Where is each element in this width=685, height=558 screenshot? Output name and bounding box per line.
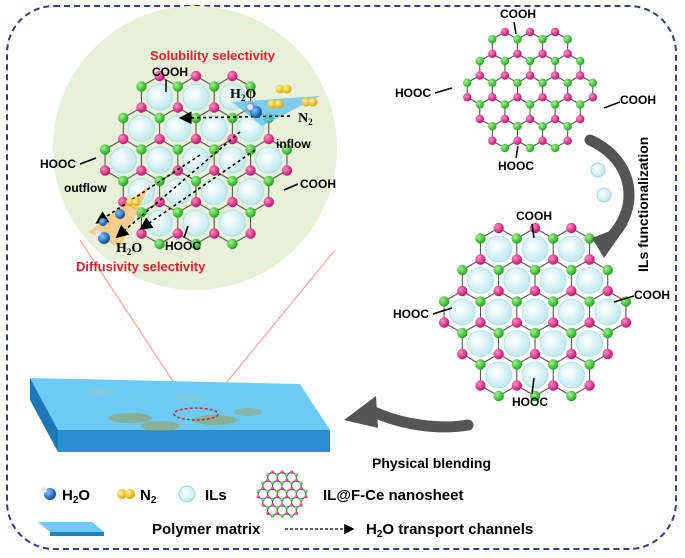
solubility-selectivity-label: Solubility selectivity — [150, 48, 276, 63]
legend-polymer-label: Polymer matrix — [152, 521, 261, 538]
lattice-pristine — [463, 27, 597, 153]
legend-n2-label: N2 — [140, 487, 157, 506]
functionalization-arrow — [584, 134, 635, 242]
hooc-label: HOOC — [512, 395, 548, 409]
h2o-molecule-outflow — [95, 198, 140, 244]
h2o-outflow-label: H2O — [116, 241, 142, 257]
h2o-molecule-inflow — [247, 104, 262, 118]
dashed-frame — [6, 5, 677, 550]
legend-nanosheet-label: IL@F-Ce nanosheet — [323, 487, 463, 504]
lattice-zoomed — [99, 70, 293, 250]
cooh-label: COOH — [300, 177, 336, 191]
n2-label: N2 — [298, 111, 313, 127]
cooh-label: COOH — [634, 288, 670, 302]
outflow-label: outflow — [64, 181, 107, 195]
legend: H2O N2 ILs IL@F-Ce nanosheet Polymer mat… — [38, 470, 533, 540]
legend-ils-icon — [178, 485, 196, 503]
h2o-inflow-label: H2O — [230, 87, 256, 103]
cooh-label: COOH — [500, 7, 536, 21]
ils-functionalization-label: ILs functionalization — [635, 137, 651, 272]
legend-h2o-icon — [41, 487, 56, 500]
blending-arrowhead — [344, 396, 378, 428]
inflow-wedge — [232, 96, 320, 126]
n2-molecule-inflow — [267, 84, 318, 109]
ils-bubble — [596, 187, 612, 203]
channel-arrow-4 — [95, 154, 201, 224]
hooc-label: HOOC — [395, 86, 431, 100]
legend-channels-label: H2O transport channels — [366, 521, 533, 540]
polymer-membrane — [30, 378, 330, 452]
channel-arrow-1 — [178, 111, 291, 125]
ils-bubble — [590, 162, 606, 178]
legend-ils-label: ILs — [205, 487, 227, 504]
blending-arrow — [364, 404, 474, 433]
legend-nanosheet-icon — [256, 470, 308, 518]
channel-arrow-3 — [139, 149, 256, 230]
hooc-label: HOOC — [165, 239, 201, 253]
diffusivity-selectivity-label: Diffusivity selectivity — [76, 259, 206, 274]
cooh-label: COOH — [620, 93, 656, 107]
cooh-label: COOH — [516, 209, 552, 223]
legend-polymer-icon — [38, 522, 104, 532]
cooh-label: COOH — [152, 65, 188, 79]
legend-h2o-label: H2O — [62, 487, 90, 506]
hooc-label: HOOC — [40, 157, 76, 171]
hooc-label: HOOC — [498, 159, 534, 173]
hooc-label: HOOC — [393, 307, 429, 321]
lattice-functionalized — [438, 222, 632, 402]
channel-arrow-2 — [115, 131, 241, 239]
physical-blending-label: Physical blending — [372, 455, 491, 471]
functionalization-arrowhead — [592, 224, 628, 258]
legend-n2-icon — [117, 489, 135, 499]
inflow-label: inflow — [276, 137, 311, 151]
